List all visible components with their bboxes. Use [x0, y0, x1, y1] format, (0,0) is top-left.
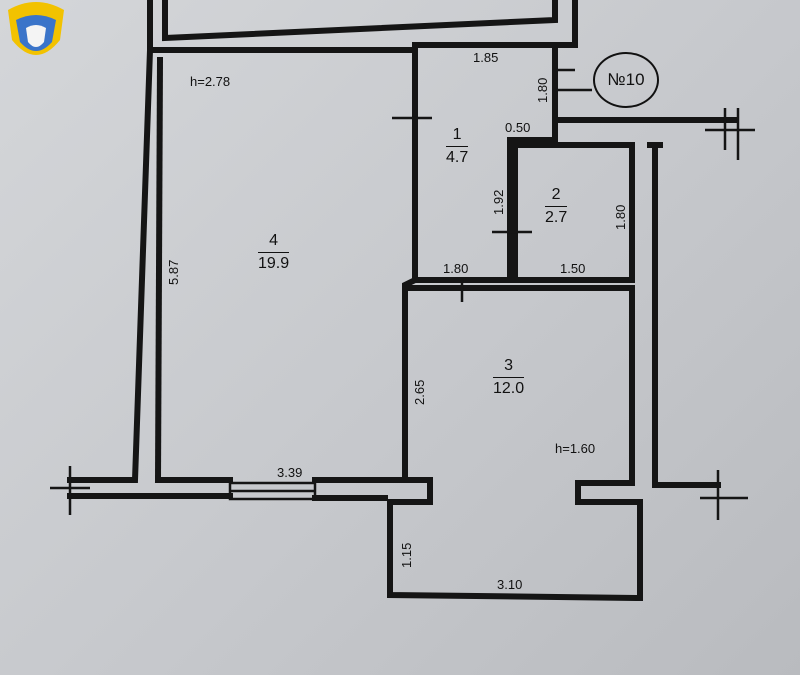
left-inner-wall [154, 56, 164, 484]
room-1-number: 1 [446, 126, 469, 147]
room2-height-dimension: 1.80 [613, 204, 628, 230]
ceiling-height-label: h=2.78 [190, 74, 231, 89]
room4-bottom-wall-right [312, 477, 433, 505]
balcony-width-dimension: 3.10 [497, 577, 523, 592]
room-3-label: 3 12.0 [493, 357, 525, 398]
right-outer-wall [652, 142, 721, 488]
room-4-area: 19.9 [258, 255, 290, 272]
room-2-number: 2 [545, 186, 568, 207]
room-4-label: 4 19.9 [258, 232, 290, 273]
room1-right-dimension-a: 1.80 [535, 77, 550, 103]
room-2-label: 2 2.7 [545, 186, 568, 227]
apartment-number: №10 [593, 52, 659, 108]
room3-height-dimension: 2.65 [412, 379, 427, 405]
room4-height-dimension: 5.87 [166, 259, 181, 285]
room-1-area: 4.7 [446, 149, 469, 166]
room-2-area: 2.7 [545, 209, 568, 226]
room2-width-dimension: 1.50 [560, 261, 586, 276]
shield-logo-icon [8, 2, 64, 55]
room-4-number: 4 [258, 232, 290, 253]
room-3-number: 3 [493, 357, 525, 378]
upper-room-outline [162, 0, 558, 42]
room1-top-dimension: 1.85 [473, 50, 499, 65]
room-1-label: 1 4.7 [446, 126, 469, 167]
room3-height-note: h=1.60 [555, 441, 596, 456]
room1-right-dimension-b: 0.50 [505, 120, 531, 135]
room4-width-dimension: 3.39 [277, 465, 303, 480]
left-outer-wall [67, 46, 154, 483]
room1-bottom-dimension: 1.80 [443, 261, 469, 276]
room1-height-dimension: 1.92 [491, 189, 506, 215]
room3-walls [387, 285, 643, 602]
room1-right-wall [412, 117, 558, 283]
room2-walls [512, 142, 635, 283]
room-3-area: 12.0 [493, 380, 525, 397]
room4-right-partition [402, 47, 418, 483]
balcony-height-dimension: 1.15 [399, 542, 414, 568]
top-left-wall [147, 0, 418, 53]
